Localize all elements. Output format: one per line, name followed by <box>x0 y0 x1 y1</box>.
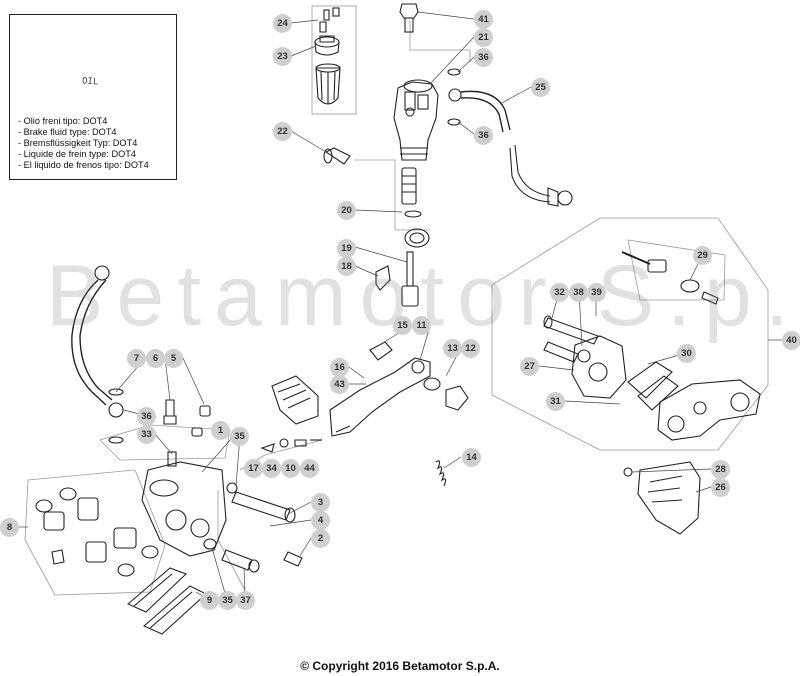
washer-part <box>447 68 461 76</box>
bleed-valve-part <box>163 399 177 425</box>
callout-32: 32 <box>550 283 569 302</box>
washer-part <box>108 388 124 396</box>
caliper-guard-part <box>623 461 701 535</box>
return-spring-part <box>435 460 447 487</box>
callout-38: 38 <box>569 283 588 302</box>
callout-24: 24 <box>273 14 292 33</box>
callout-41: 41 <box>474 10 493 29</box>
legend-line-de: - Bremsflüssigkeit Typ: DOT4 <box>18 138 138 148</box>
pivot-bushing-part <box>423 377 469 411</box>
washer-part <box>447 118 461 126</box>
callout-43: 43 <box>330 375 349 394</box>
brake-pads-part <box>126 567 207 635</box>
callout-26: 26 <box>711 478 730 497</box>
washer-part <box>108 436 124 444</box>
callout-30: 30 <box>677 344 696 363</box>
callout-36c: 36 <box>137 407 156 426</box>
legend-line-en: - Brake fluid type: DOT4 <box>18 127 117 137</box>
caliper-screw-part <box>221 549 303 573</box>
callout-25: 25 <box>531 78 550 97</box>
small-hardware-part <box>260 438 322 453</box>
callout-7: 7 <box>127 349 146 368</box>
callout-2: 2 <box>311 529 330 548</box>
caliper-bracket-part <box>657 379 761 441</box>
seal-ring-part <box>203 482 238 550</box>
reservoir-group-outline <box>311 5 357 115</box>
legend-text: - Olio freni tipo: DOT4 - Brake fluid ty… <box>18 116 149 171</box>
callout-27: 27 <box>520 357 539 376</box>
callout-3: 3 <box>311 493 330 512</box>
callout-23: 23 <box>273 47 292 66</box>
callout-35: 35 <box>230 427 249 446</box>
screw-part <box>323 147 351 165</box>
rear-caliper-group-outline <box>491 217 769 451</box>
callout-9: 9 <box>200 591 219 610</box>
copyright-notice: © Copyright 2016 Betamotor S.p.A. <box>300 659 500 673</box>
brake-fluid-legend: OIL - Olio freni tipo: DOT4 - Brake flui… <box>9 14 177 180</box>
bleed-cap-part <box>191 405 211 437</box>
callout-12: 12 <box>461 339 480 358</box>
rear-caliper-part <box>571 335 627 399</box>
callout-35b: 35 <box>218 591 237 610</box>
callout-28: 28 <box>711 460 730 479</box>
callout-39: 39 <box>587 283 606 302</box>
brake-pedal-part <box>329 341 431 437</box>
callout-8: 8 <box>0 518 19 537</box>
callout-6: 6 <box>146 349 165 368</box>
legend-line-es: - El liquido de frenos tipo: DOT4 <box>18 160 149 170</box>
callout-21: 21 <box>474 28 493 47</box>
front-brake-hose-part <box>71 265 124 418</box>
callout-31: 31 <box>546 392 565 411</box>
master-cylinder-part <box>393 79 439 161</box>
legend-line-fr: - Liquide de frein type: DOT4 <box>18 149 136 159</box>
callout-29: 29 <box>693 246 712 265</box>
front-caliper-part <box>141 451 227 557</box>
callout-36b: 36 <box>474 126 493 145</box>
callout-19: 19 <box>337 239 356 258</box>
callout-34: 34 <box>262 459 281 478</box>
caliper-pin-part <box>231 491 296 523</box>
banjo-bolt-part <box>399 3 419 33</box>
legend-line-it: - Olio freni tipo: DOT4 <box>18 116 108 126</box>
push-rod-part <box>375 251 419 307</box>
reservoir-cap-part <box>314 7 340 56</box>
callout-4: 4 <box>311 511 330 530</box>
callout-15: 15 <box>393 316 412 335</box>
oil-can-label: OIL <box>81 76 99 88</box>
callout-40: 40 <box>782 331 800 350</box>
callout-11: 11 <box>412 316 431 335</box>
callout-10: 10 <box>281 459 300 478</box>
callout-16: 16 <box>330 358 349 377</box>
pedal-tip-part <box>271 375 319 425</box>
callout-36: 36 <box>474 48 493 67</box>
rear-pads-part <box>627 361 679 411</box>
reservoir-bellows-part <box>315 63 341 105</box>
callout-20: 20 <box>337 201 356 220</box>
callout-37: 37 <box>236 591 255 610</box>
caliper-pistons-part <box>35 487 159 577</box>
master-piston-part <box>401 167 430 248</box>
piston-kit-group-outline <box>627 239 726 301</box>
callout-33: 33 <box>137 425 156 444</box>
callout-22: 22 <box>273 122 292 141</box>
callout-1: 1 <box>211 421 230 440</box>
brake-hose-part <box>448 88 573 207</box>
callout-13: 13 <box>443 339 462 358</box>
callout-14: 14 <box>462 448 481 467</box>
callout-5: 5 <box>164 349 183 368</box>
callout-44: 44 <box>300 459 319 478</box>
callout-18: 18 <box>337 257 356 276</box>
callout-17: 17 <box>244 459 263 478</box>
